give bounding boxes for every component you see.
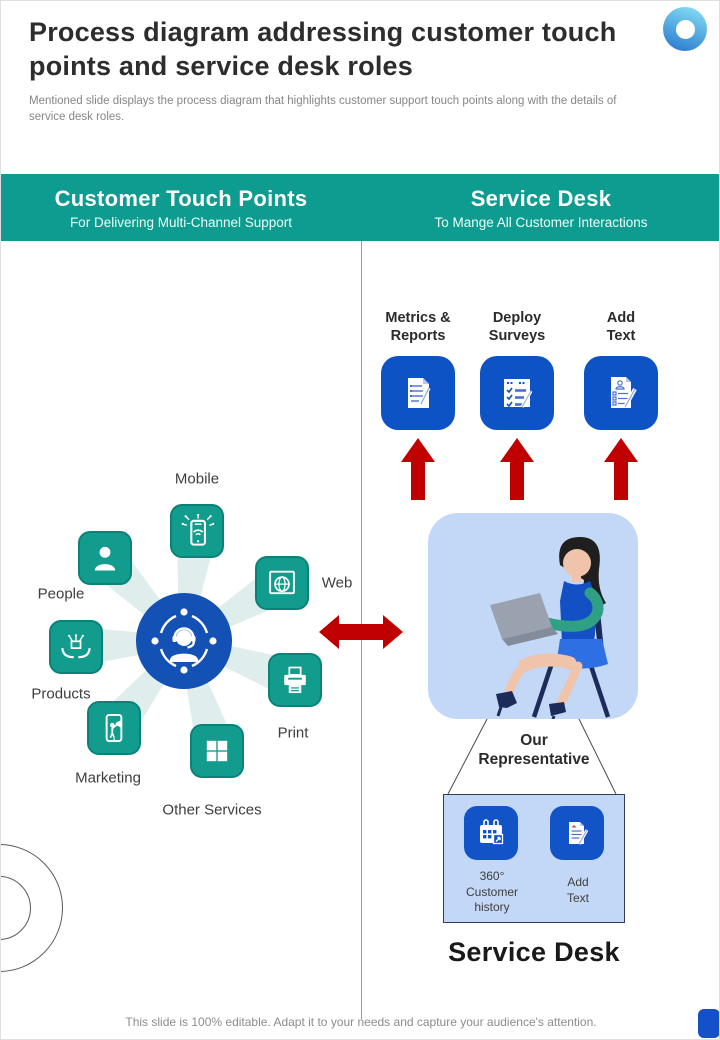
page-title: Process diagram addressing customer touc… [29,17,617,82]
node-label-print: Print [277,724,309,742]
person-icon [78,531,132,585]
detail-label-add-text: Add Text [566,875,589,905]
funnel-lines [447,718,617,795]
document-edit-icon [584,356,658,430]
representative-illustration [428,513,638,719]
mobile-phone-icon [170,504,224,558]
representative-label: Our Representative [478,732,590,769]
service-desk-heading: Service Desk [448,937,620,967]
action-label-add-text: Add Text [606,310,636,345]
grid-icon [190,724,244,778]
band-left-title: Customer Touch Points [54,185,308,211]
corner-accent-tile [698,1009,719,1038]
band-right-title: Service Desk [470,185,612,211]
page-subtitle: Mentioned slide displays the process dia… [29,95,617,123]
double-arrow-icon [319,615,403,649]
report-document-icon [381,356,455,430]
node-label-mobile: Mobile [174,470,220,488]
hands-product-icon [49,620,103,674]
node-label-products: Products [31,685,91,703]
band-left-subtitle: For Delivering Multi-Channel Support [69,214,293,230]
detail-label-360-customer-history: 360° Customer history [465,869,518,915]
survey-checklist-icon [480,356,554,430]
mobile-marketing-icon [87,701,141,755]
up-arrow-icon [604,438,638,500]
node-label-marketing: Marketing [75,769,141,787]
calendar-export-icon [464,806,518,860]
node-label-people: People [37,585,85,603]
up-arrow-icon [500,438,534,500]
printer-icon [268,653,322,707]
action-label-deploy-surveys: Deploy Surveys [488,310,546,345]
band-customer-touch-points: Customer Touch Points For Delivering Mul… [1,174,361,241]
section-header-band: Customer Touch Points For Delivering Mul… [1,174,719,241]
support-agent-cycle-icon [136,593,232,689]
footer-note: This slide is 100% editable. Adapt it to… [125,1015,597,1029]
band-service-desk: Service Desk To Mange All Customer Inter… [361,174,719,241]
globe-browser-icon [255,556,309,610]
action-label-metrics-reports: Metrics & Reports [385,310,451,345]
note-edit-icon [550,806,604,860]
band-right-subtitle: To Mange All Customer Interactions [434,214,648,230]
node-label-web: Web [321,574,353,592]
service-desk-detail-box: 360° Customer history Add Text [443,794,625,923]
brand-donut-icon [663,7,707,51]
node-label-other-services: Other Services [162,801,262,819]
up-arrow-icon [401,438,435,500]
